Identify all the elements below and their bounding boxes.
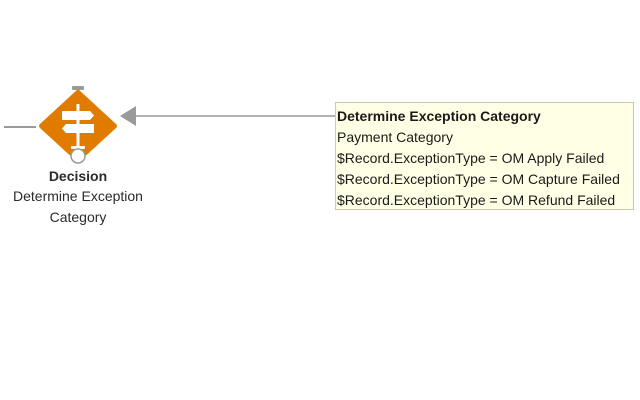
tooltip-condition: $Record.ExceptionType = OM Refund Failed xyxy=(337,192,616,208)
outcome-connector[interactable] xyxy=(118,102,338,132)
arrowhead-icon xyxy=(120,106,136,126)
node-name-label: Determine Exception Category xyxy=(13,188,143,225)
incoming-connector[interactable] xyxy=(4,126,36,128)
decision-node-label: Decision Determine Exception Category xyxy=(0,166,156,228)
decision-diamond[interactable] xyxy=(36,86,120,166)
decision-tooltip: Determine Exception Category Payment Cat… xyxy=(335,102,634,210)
decision-node[interactable] xyxy=(36,86,120,166)
tooltip-condition: $Record.ExceptionType = OM Apply Failed xyxy=(337,150,605,166)
tooltip-condition: $Record.ExceptionType = OM Capture Faile… xyxy=(337,171,620,187)
signpost-icon xyxy=(62,104,94,149)
node-type-label: Decision xyxy=(48,168,108,184)
tooltip-outcome: Payment Category xyxy=(337,129,453,145)
tooltip-title: Determine Exception Category xyxy=(337,108,541,124)
